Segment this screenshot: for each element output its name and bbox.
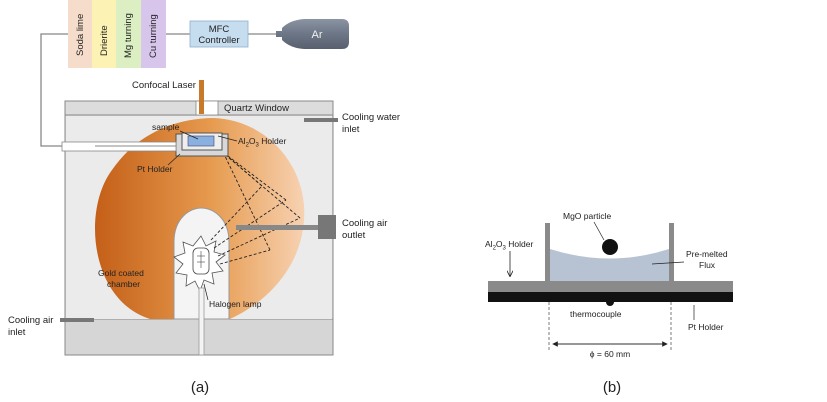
label-al2o3-holder-b: Al2O3 Holder — [485, 239, 533, 252]
mfc-controller-label-1: MFC — [209, 24, 230, 35]
label-cooling-air-outlet-2: outlet — [342, 230, 366, 241]
purifier-drierite — [92, 0, 116, 68]
label-mgo-particle: MgO particle — [563, 211, 611, 221]
purifier-label-soda-lime: Soda lime — [75, 14, 86, 56]
leader-mgo-particle — [593, 221, 605, 241]
purifier-soda-lime — [68, 0, 92, 68]
label-thermocouple: thermocouple — [570, 309, 622, 319]
label-cooling-water-2: inlet — [342, 124, 360, 135]
caption-b: (b) — [603, 379, 621, 396]
argon-cylinder — [276, 19, 349, 49]
gas-line — [40, 33, 68, 147]
lamp-stem — [198, 287, 205, 356]
light-rays — [210, 147, 301, 265]
argon-cylinder-label: Ar — [312, 29, 323, 41]
label-flux-1: Pre-melted — [686, 249, 728, 259]
sample-a — [187, 135, 215, 147]
thermocouple-b — [606, 298, 614, 306]
diagram-a-furnace: Confocal Laser Quartz Window Cooling wat… — [8, 80, 400, 396]
caption-a: (a) — [191, 379, 209, 396]
leader-pt-holder-a — [167, 153, 181, 166]
purifier-label-drierite: Drierite — [99, 25, 110, 56]
mfc-controller-box — [189, 20, 249, 48]
label-pt-holder-a: Pt Holder — [137, 164, 173, 174]
mfc-controller-label-2: Controller — [198, 35, 239, 46]
crucible-wall-right — [669, 223, 674, 281]
pt-holder-plate-b — [488, 292, 733, 302]
label-sample: sample — [152, 122, 180, 132]
cooling-air-outlet-flange — [318, 215, 336, 239]
diagram-b-crucible: MgO particle Al2O3 Holder Pre-melted Flu… — [485, 211, 733, 396]
pre-melted-flux — [550, 249, 669, 281]
purifier-cu-turning — [141, 0, 166, 68]
label-flux-2: Flux — [699, 260, 716, 270]
cooling-air-inlet-pipe — [60, 318, 94, 322]
cooling-air-outlet-pipe — [236, 225, 320, 230]
label-cooling-water-1: Cooling water — [342, 112, 400, 123]
label-pt-holder-b: Pt Holder — [688, 322, 724, 332]
confocal-laser-beam — [199, 80, 204, 114]
label-confocal-laser: Confocal Laser — [132, 80, 196, 91]
label-gold-chamber-2: chamber — [107, 279, 140, 289]
purifier-label-mg-turning: Mg turning — [123, 13, 134, 58]
holder-base-plate-b — [488, 281, 733, 292]
gas-train: Soda lime Drierite Mg turning Cu turning… — [40, 0, 349, 147]
leader-flux — [651, 261, 685, 265]
crucible-wall-left — [545, 223, 550, 281]
label-quartz-window: Quartz Window — [224, 103, 289, 114]
label-al2o3-holder-a: Al2O3 Holder — [238, 136, 286, 149]
label-diameter: ϕ = 60 mm — [590, 349, 630, 359]
leader-sample — [179, 130, 199, 140]
label-cooling-air-outlet-1: Cooling air — [342, 218, 387, 229]
label-cooling-air-inlet-2: inlet — [8, 327, 26, 338]
label-cooling-air-inlet-1: Cooling air — [8, 315, 53, 326]
leader-halogen-lamp — [203, 283, 209, 301]
label-gold-chamber-1: Gold coated — [98, 268, 144, 278]
label-halogen-lamp: Halogen lamp — [209, 299, 262, 309]
cooling-water-inlet-pipe — [304, 118, 338, 122]
purifier-mg-turning — [116, 0, 141, 68]
leader-al2o3-holder-a — [217, 135, 238, 142]
purifier-label-cu-turning: Cu turning — [148, 14, 159, 58]
mgo-particle — [602, 239, 618, 255]
